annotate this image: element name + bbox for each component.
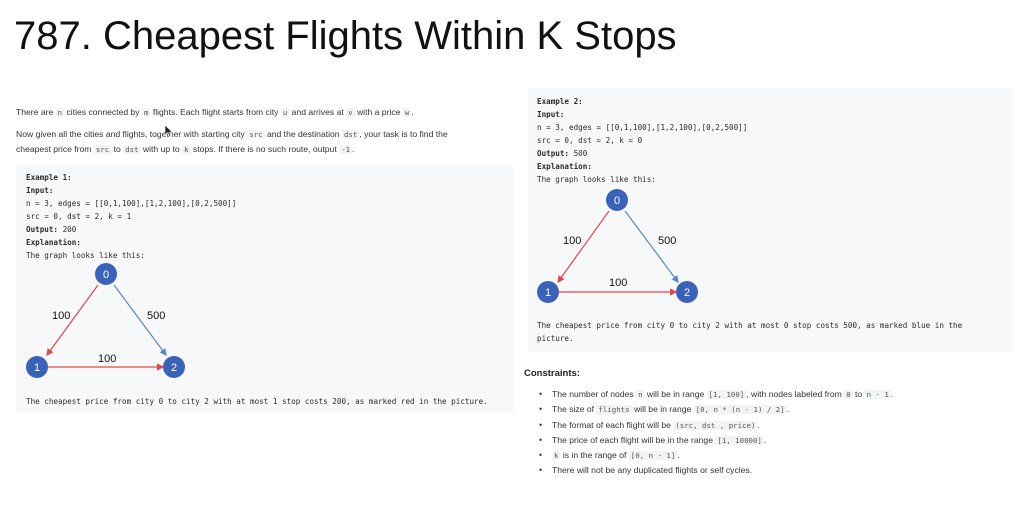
edge-0-2: [113, 284, 167, 356]
node-2-label: 2: [684, 287, 690, 299]
example-1-explanation-label: Explanation:: [26, 238, 81, 247]
example-2-graph: 0 1 2 100 500 100: [537, 189, 698, 303]
example-2-input-line-1: n = 3, edges = [[0,1,100],[1,2,100],[0,2…: [537, 123, 748, 132]
example-1-input-line-2: src = 0, dst = 2, k = 1: [26, 212, 132, 221]
node-1: [26, 356, 48, 378]
constraint-item: The size of flights will be in range [0,…: [524, 402, 994, 418]
edge-1-2-weight: 100: [98, 353, 116, 365]
example-2-explanation-label: Explanation:: [537, 162, 592, 171]
constraints-section: Constraints: The number of nodes n will …: [524, 368, 994, 479]
example-1-input-label: Input:: [26, 186, 54, 195]
edge-0-1: [557, 210, 610, 283]
edge-0-2: [624, 210, 679, 283]
constraint-item: The price of each flight will be in the …: [524, 433, 994, 449]
constraint-item: The number of nodes n will be in range […: [524, 387, 994, 403]
node-0-label: 0: [103, 269, 109, 281]
edge-0-1-weight: 100: [52, 310, 70, 322]
example-2-note-line-2: picture.: [537, 334, 574, 343]
edge-0-2-weight: 500: [147, 310, 165, 322]
constraint-item: The format of each flight will be (src, …: [524, 418, 994, 434]
edge-0-1-weight: 100: [563, 235, 581, 247]
intro-paragraph-1: There are n cities connected by m flight…: [16, 107, 414, 117]
constraints-list: The number of nodes n will be in range […: [524, 387, 994, 479]
example-1-input-line-1: n = 3, edges = [[0,1,100],[1,2,100],[0,2…: [26, 199, 237, 208]
edge-0-1: [46, 284, 99, 356]
edge-1-2-weight: 100: [609, 277, 627, 289]
example-1-graph-intro: The graph looks like this:: [26, 251, 145, 260]
node-2: [163, 356, 185, 378]
node-1: [537, 281, 559, 303]
constraint-item: k is in the range of [0, n - 1].: [524, 448, 994, 464]
constraint-item: There will not be any duplicated flights…: [524, 463, 994, 479]
node-1-label: 1: [545, 287, 551, 299]
example-2-box: Example 2: Input: n = 3, edges = [[0,1,1…: [528, 88, 1014, 352]
node-2-label: 2: [171, 362, 177, 374]
example-2-heading: Example 2:: [537, 97, 583, 106]
example-1-output: Output: 200: [26, 225, 77, 234]
node-0: [95, 263, 117, 285]
example-2-output: Output: 500: [537, 149, 588, 158]
example-1-box: Example 1: Input: n = 3, edges = [[0,1,1…: [16, 165, 513, 413]
example-1-note: The cheapest price from city 0 to city 2…: [26, 397, 488, 406]
intro-paragraph-2: Now given all the cities and flights, to…: [16, 129, 448, 154]
node-0-label: 0: [614, 195, 620, 207]
example-2-input-line-2: src = 0, dst = 2, k = 0: [537, 136, 643, 145]
example-2-graph-intro: The graph looks like this:: [537, 175, 656, 184]
example-2-input-label: Input:: [537, 110, 565, 119]
example-1-graph: 0 1 2 100 500 100: [26, 263, 185, 378]
mouse-cursor-icon: [165, 125, 173, 137]
page-title: 787. Cheapest Flights Within K Stops: [14, 14, 677, 58]
edge-0-2-weight: 500: [658, 235, 676, 247]
example-1-heading: Example 1:: [26, 173, 72, 182]
node-2: [676, 281, 698, 303]
example-2-note-line-1: The cheapest price from city 0 to city 2…: [537, 321, 963, 330]
node-1-label: 1: [34, 362, 40, 374]
node-0: [606, 189, 628, 211]
constraints-heading: Constraints:: [524, 368, 580, 379]
